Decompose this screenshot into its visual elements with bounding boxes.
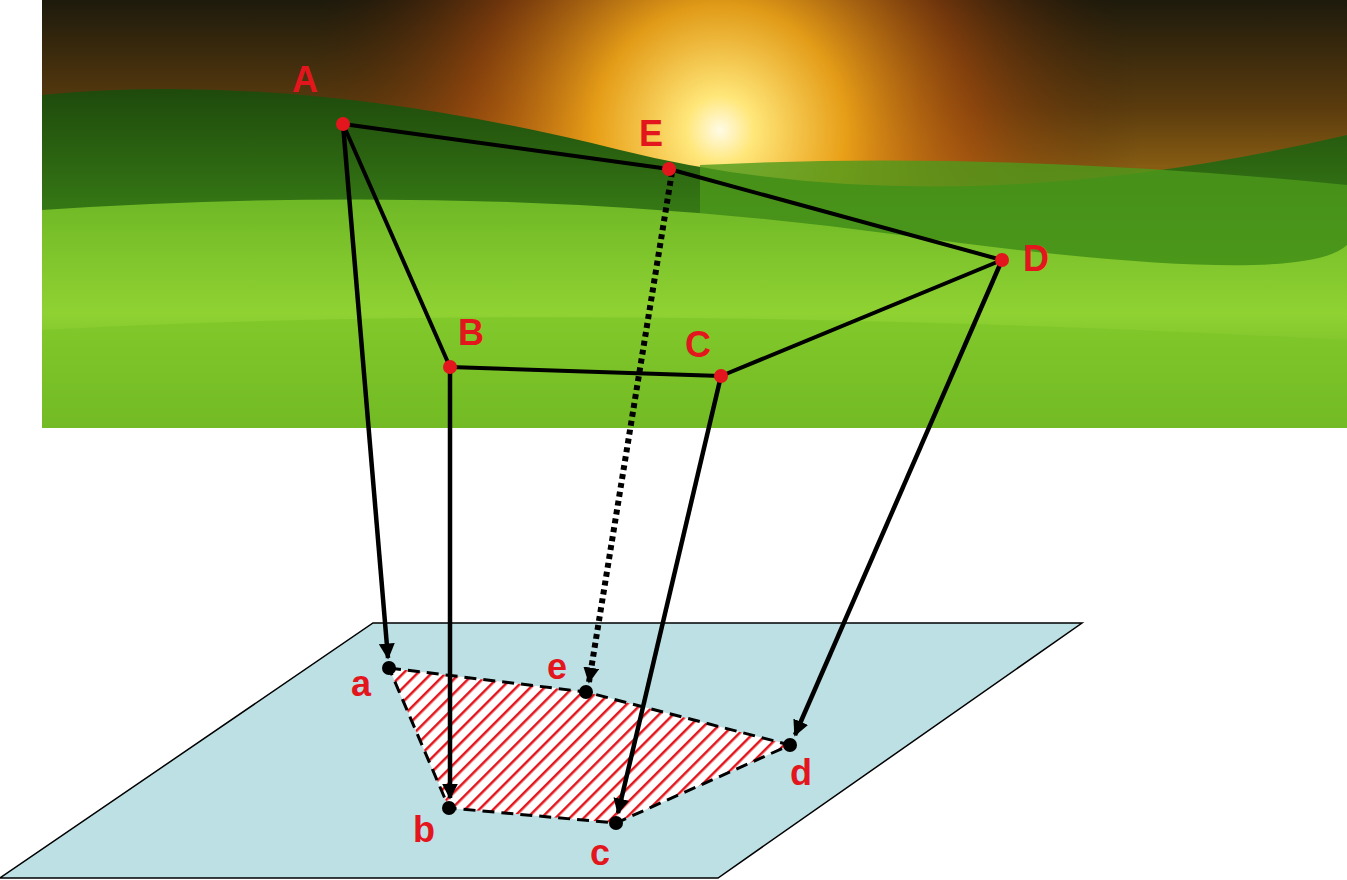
point-label: e <box>547 649 567 685</box>
projected-points <box>382 661 797 830</box>
landscape-photo <box>42 0 1347 428</box>
point-label: c <box>590 835 610 871</box>
space-polygon <box>343 124 1002 376</box>
point-label: a <box>351 666 371 702</box>
point-label: b <box>413 812 435 848</box>
point-label: E <box>639 116 663 152</box>
projection-rays <box>343 124 1002 813</box>
point-label: B <box>458 315 484 351</box>
point-label: d <box>790 755 812 791</box>
projection-plane <box>0 623 1082 878</box>
point-label: D <box>1023 241 1049 277</box>
space-points <box>336 117 1009 383</box>
point-label: C <box>685 327 711 363</box>
point-label: A <box>292 62 318 98</box>
